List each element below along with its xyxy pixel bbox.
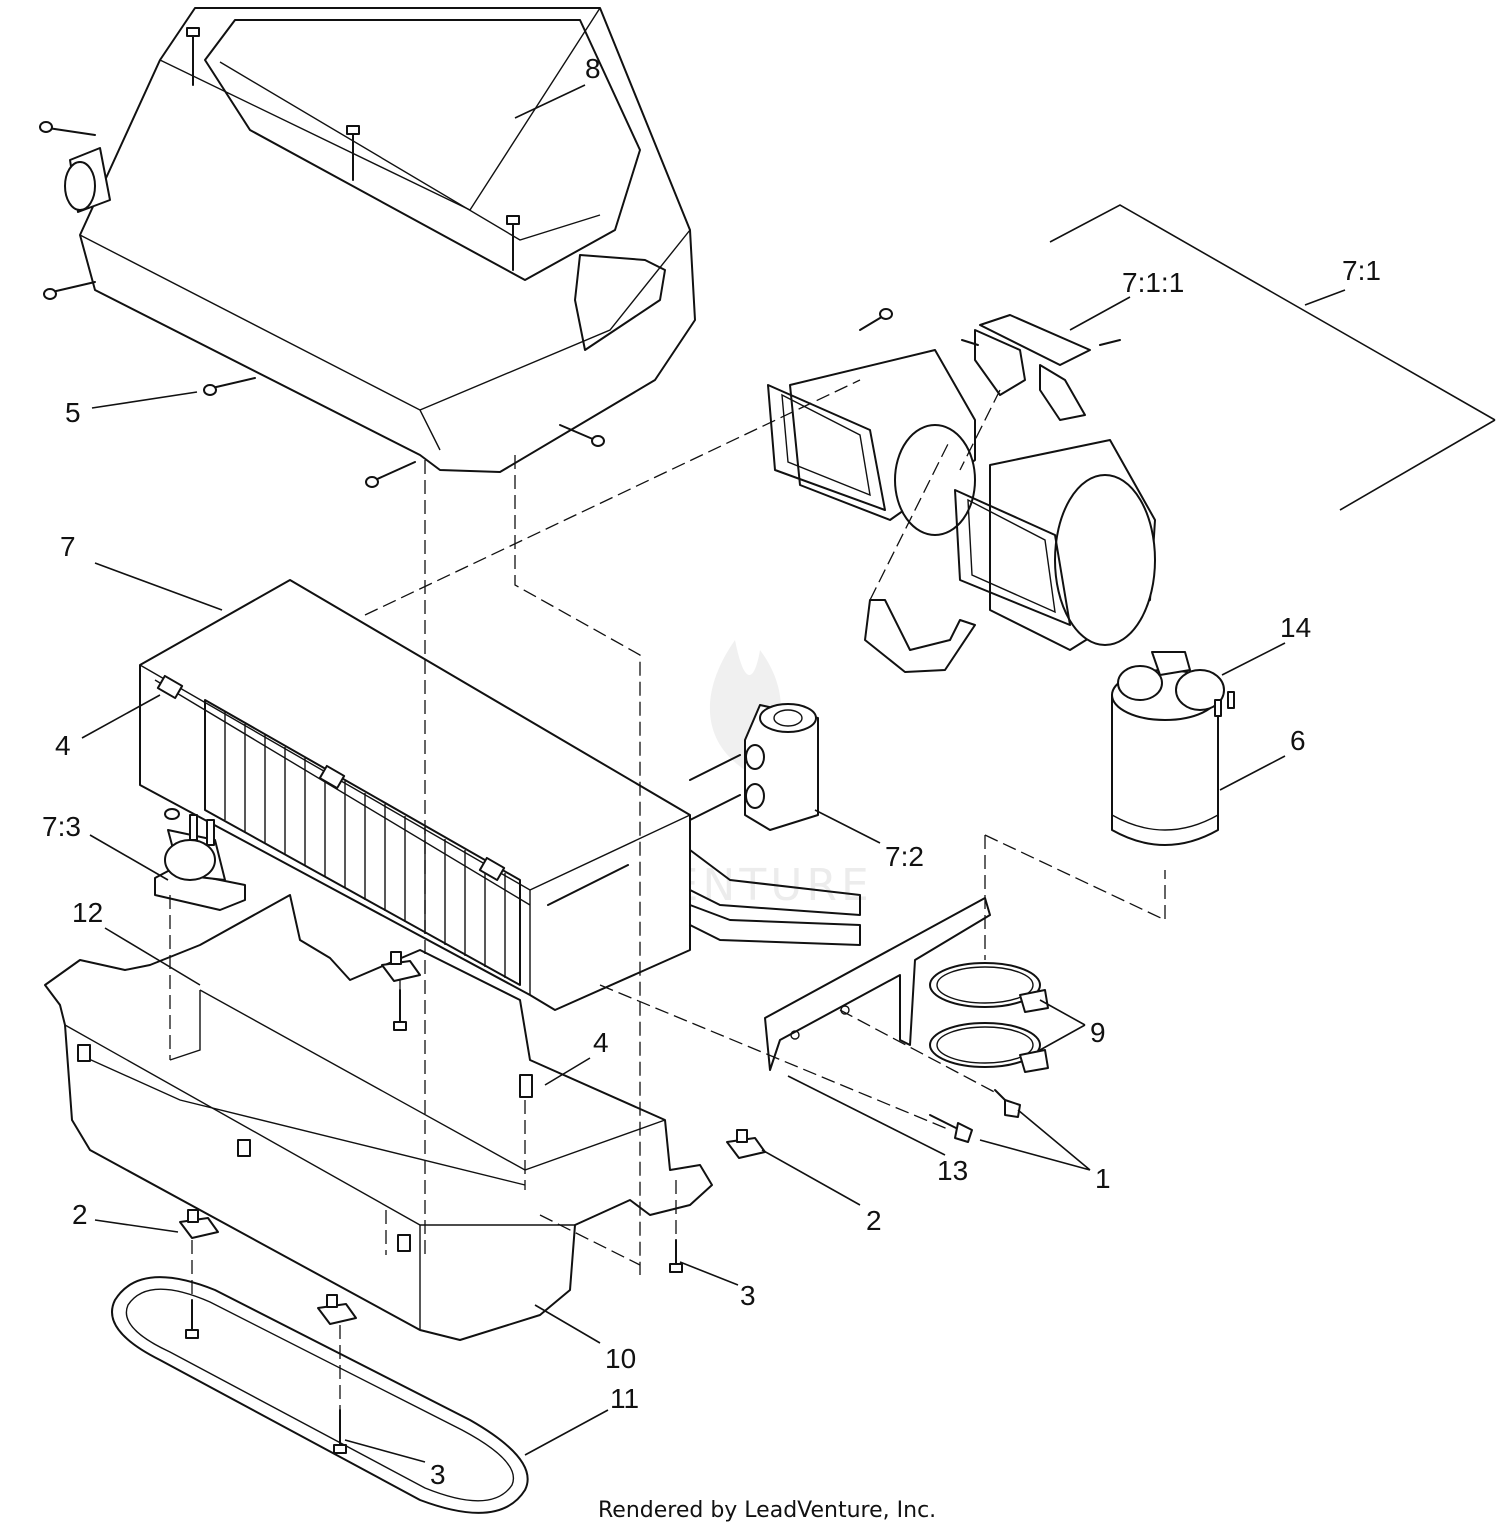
part-7-3-switch xyxy=(154,808,246,911)
callout-5: 5 xyxy=(65,397,81,428)
assembly-guide-lines xyxy=(169,379,1166,1410)
callout-14: 14 xyxy=(1280,612,1311,643)
part-8-top-cover xyxy=(39,7,696,488)
screws-5 xyxy=(39,27,605,488)
callout-2-right: 2 xyxy=(866,1205,882,1236)
callout-7-1: 7:1 xyxy=(1342,255,1381,286)
part-7-2-expansion-valve xyxy=(689,703,819,831)
callout-labels: 8 5 7 4 7:3 12 7:1 7:1:1 14 6 7:2 9 4 13… xyxy=(42,53,1381,1490)
part-13-bracket xyxy=(764,897,991,1071)
leader-lines xyxy=(81,84,1496,1463)
part-1-bolts xyxy=(929,1089,1021,1143)
callout-4: 4 xyxy=(55,730,71,761)
callout-6: 6 xyxy=(1290,725,1306,756)
callout-2-left: 2 xyxy=(72,1199,88,1230)
part-11-gasket xyxy=(111,1276,529,1514)
part-7-evaporator-box xyxy=(139,579,861,1011)
callout-12: 12 xyxy=(72,897,103,928)
part-10-lower-housing xyxy=(44,894,713,1341)
part-9-hose-clamps xyxy=(929,962,1049,1073)
callout-11: 11 xyxy=(610,1383,639,1414)
callout-4-lower: 4 xyxy=(593,1027,609,1058)
callout-13: 13 xyxy=(937,1155,968,1186)
callout-7-3: 7:3 xyxy=(42,811,81,842)
part-7-1-1-resistor xyxy=(961,314,1121,421)
callout-3-lower: 3 xyxy=(430,1459,446,1490)
footer-credit: Rendered by LeadVenture, Inc. xyxy=(598,1498,936,1523)
part-14-pressure-switch xyxy=(1117,651,1235,717)
callout-1: 1 xyxy=(1095,1163,1111,1194)
callout-9: 9 xyxy=(1090,1017,1106,1048)
callout-7-1-1: 7:1:1 xyxy=(1122,267,1184,298)
part-7-1-blower-assembly xyxy=(767,308,1156,673)
callout-7-2: 7:2 xyxy=(885,841,924,872)
callout-10: 10 xyxy=(605,1343,636,1374)
callout-7: 7 xyxy=(60,531,76,562)
callout-8: 8 xyxy=(585,53,601,84)
callout-3-right: 3 xyxy=(740,1280,756,1311)
